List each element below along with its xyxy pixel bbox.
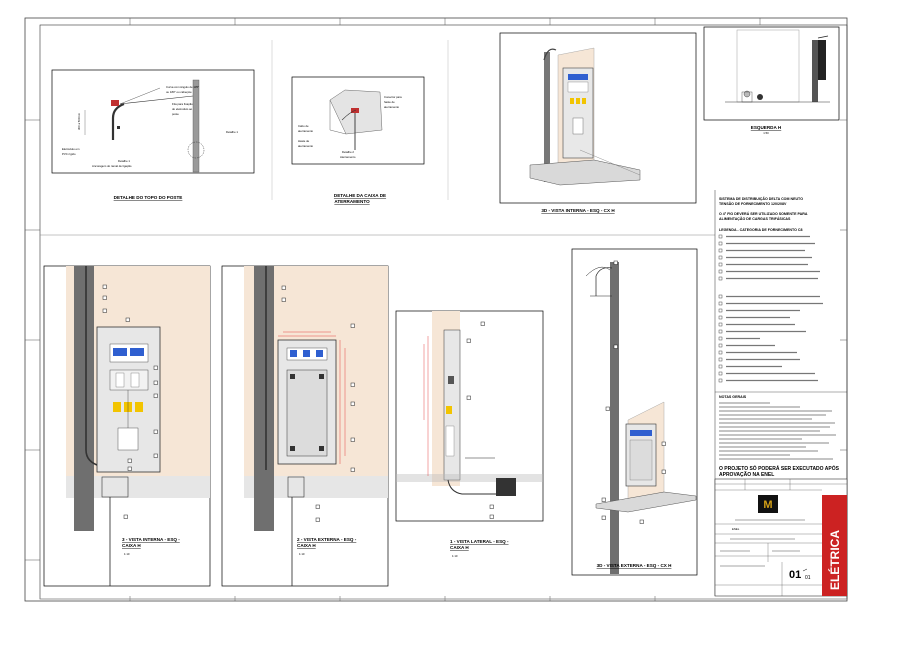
- ground-note: Conector para: [384, 95, 402, 99]
- view-title: CAIXA H: [122, 543, 141, 548]
- pole-top-dimension: 300 a 500mm: [77, 112, 81, 130]
- pole-top-note: poste: [172, 112, 179, 116]
- view-3-internal: 3 - VISTA INTERNA - ESQ - CAIXA H 1:10: [43, 265, 211, 587]
- ground-note: Detalhe 2: [342, 150, 354, 154]
- detail-title: ATERRAMENTO: [334, 199, 370, 204]
- detail-title: DETALHE DA CAIXA DE: [334, 193, 386, 198]
- notes-lines: [719, 402, 836, 460]
- view-title: 3 - VISTA INTERNA - ESQ -: [122, 537, 180, 542]
- title-block: ELÉTRICA M ENEL 01 01: [714, 478, 848, 597]
- company-name: ENEL: [732, 527, 740, 531]
- detail-title: DETALHE DO TOPO DO POSTE: [114, 195, 183, 200]
- view-2-external: 2 - VISTA EXTERNA - ESQ - CAIXA H 1:10: [221, 265, 389, 587]
- view-1-lateral: 1 - VISTA LATERAL - ESQ - CAIXA H 1:10: [395, 310, 544, 558]
- company-logo: [758, 495, 778, 513]
- view-3d-external: 3D - VISTA EXTERNA - ESQ - CX H: [571, 248, 698, 576]
- view-scale: 1:10: [299, 552, 305, 556]
- system-text: TENSÃO DE FORNECIMENTO 120/208V: [719, 201, 787, 206]
- view-title: 2 - VISTA EXTERNA - ESQ -: [297, 537, 357, 542]
- view-title: 1 - VISTA LATERAL - ESQ -: [450, 539, 509, 544]
- view-3d-internal: 3D - VISTA INTERNA - ESQ - CX H: [499, 32, 697, 213]
- ground-note: aterramento: [298, 129, 314, 133]
- pole-top-note: Ancoragem do ramal de ligação: [92, 164, 132, 168]
- discipline-band: [822, 495, 847, 596]
- view-title: CAIXA H: [297, 543, 316, 548]
- notice-text: ALIMENTAÇÃO DE CARGAS TRIFÁSICAS: [719, 216, 791, 221]
- view-scale: 1:10: [452, 554, 458, 558]
- legend-list: [718, 234, 823, 383]
- ground-note: aterramento: [298, 144, 314, 148]
- ground-note: haste de: [384, 100, 395, 104]
- info-panel: SISTEMA DE DISTRIBUIÇÃO DELTA COM NEUTO …: [714, 190, 847, 596]
- discipline-label: ELÉTRICA: [827, 530, 842, 590]
- view-title: 3D - VISTA INTERNA - ESQ - CX H: [541, 208, 615, 213]
- pole-top-note: Fita para fixação: [172, 102, 193, 106]
- pole-top-note: Eletroduto em: [62, 147, 80, 151]
- view-title: CAIXA H: [450, 545, 469, 550]
- view-title: 3D - VISTA EXTERNA - ESQ - CX H: [597, 563, 673, 568]
- legend-title: LEGENDA - CATEGORIA DE FORNECIMENTO C8: [719, 228, 802, 232]
- view-left-h: ESQUERDA H 1:50: [703, 26, 840, 135]
- pole-top-note: PVC rígido: [62, 152, 76, 156]
- view-title: ESQUERDA H: [751, 125, 782, 130]
- logo-letter: M: [763, 499, 772, 511]
- notes-title: NOTAS GERAIS: [719, 395, 747, 399]
- approval-text: O PROJETO SÓ PODERÁ SER EXECUTADO APÓS: [719, 464, 840, 472]
- system-text: SISTEMA DE DISTRIBUIÇÃO DELTA COM NEUTO: [719, 196, 803, 201]
- view-scale: 1:10: [124, 552, 130, 556]
- approval-text: APROVAÇÃO NA ENEL: [719, 471, 774, 478]
- ground-note: Aterramento: [340, 155, 356, 159]
- ground-note: aterramento: [384, 105, 400, 109]
- pole-top-note: Curva com ângulo de 135°: [166, 85, 199, 89]
- sheet-number: 01: [789, 569, 801, 581]
- pole-top-note: Detalhe 1: [226, 130, 238, 134]
- sheet-total: 01: [805, 575, 811, 581]
- pole-top-note: ou 180° ou cabeçote: [166, 90, 192, 94]
- ground-note: Cabo de: [298, 124, 309, 128]
- detail-ground-box: Conector para haste de aterramento Cabo …: [291, 76, 425, 204]
- view-scale: 1:50: [763, 131, 769, 135]
- detail-pole-top: Curva com ângulo de 135° ou 180° ou cabe…: [51, 69, 255, 200]
- pole-top-note: do eletroduto ao: [172, 107, 193, 111]
- ground-note: Haste de: [298, 139, 310, 143]
- pole-top-note: Detalhe 1: [118, 159, 130, 163]
- notice-text: O 4° FIO DEVERÁ SER UTILIZADO SOMENTE PA…: [719, 211, 808, 216]
